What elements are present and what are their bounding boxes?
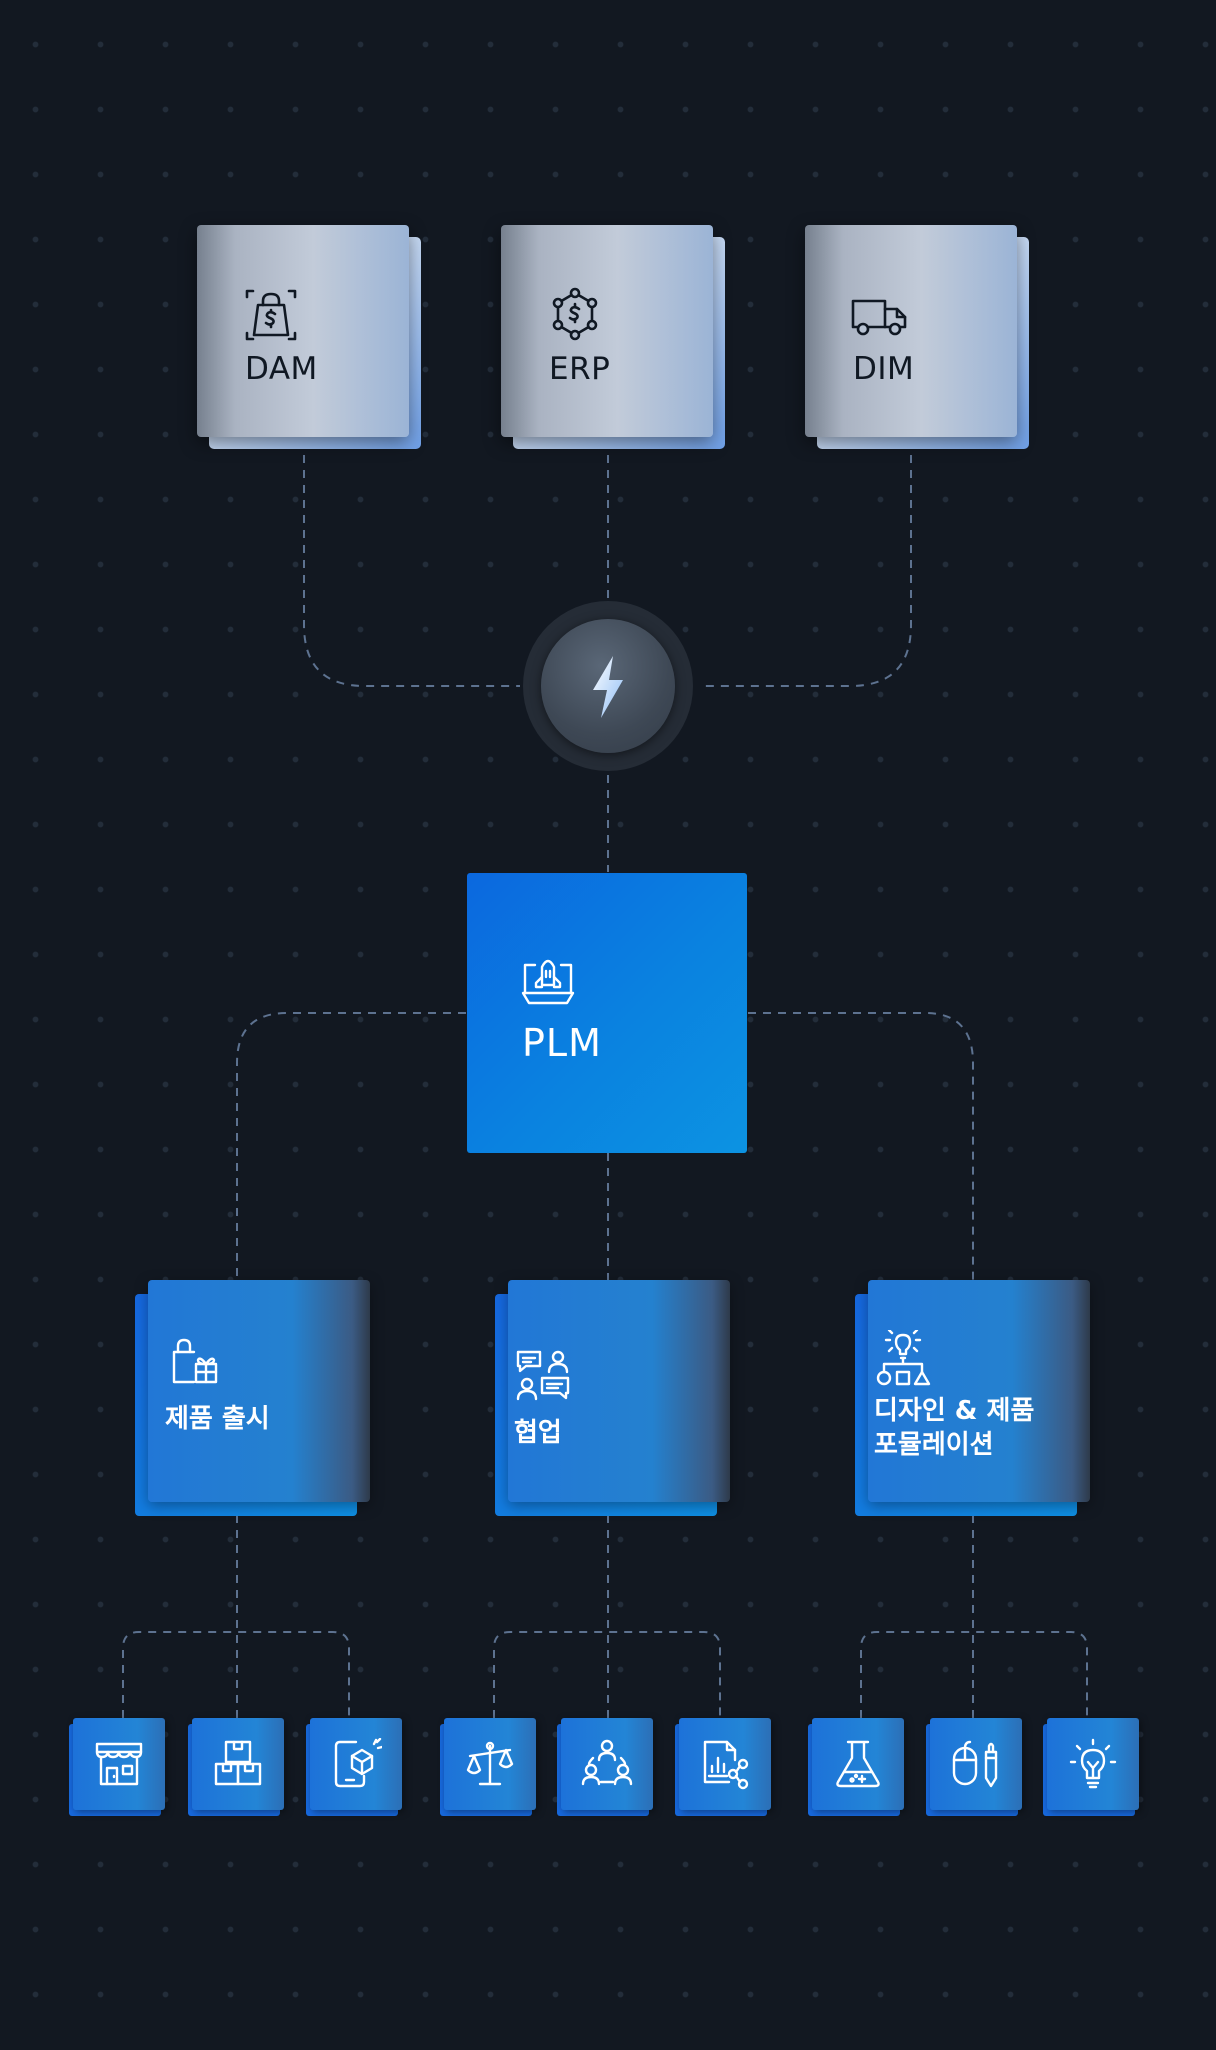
hub-core: [541, 619, 675, 753]
light-bulb-icon: [1069, 1738, 1117, 1789]
tool-tile-mouse-pen[interactable]: [926, 1718, 1022, 1816]
tile-face: [73, 1718, 165, 1810]
system-label: DIM: [853, 351, 915, 387]
system-card-erp[interactable]: ERP: [501, 225, 725, 449]
lab-flask-icon: [836, 1740, 880, 1788]
tool-tile-light-bulb[interactable]: [1043, 1718, 1139, 1816]
team-circle-icon: [581, 1739, 633, 1786]
tile-face: [930, 1718, 1022, 1810]
tile-face: [1047, 1718, 1139, 1810]
integration-hub[interactable]: [523, 601, 693, 771]
tool-tile-lab-flask[interactable]: [808, 1718, 904, 1816]
tool-tile-mobile-3d[interactable]: [306, 1718, 402, 1816]
lightning-bolt-icon: [593, 656, 623, 718]
storefront-icon: [95, 1742, 143, 1786]
tile-face: [561, 1718, 653, 1810]
card-face: 협업: [508, 1280, 730, 1502]
balance-scale-icon: [466, 1741, 514, 1786]
category-label: 협업: [514, 1418, 562, 1448]
category-card-design-formulation[interactable]: 디자인 & 제품 포뮬레이션: [855, 1280, 1091, 1516]
card-face: ERP: [501, 225, 713, 437]
system-card-dam[interactable]: DAM: [197, 225, 421, 449]
tool-tile-balance-scale[interactable]: [440, 1718, 536, 1816]
tool-tile-storefront[interactable]: [69, 1718, 165, 1816]
category-card-product-launch[interactable]: 제품 출시: [135, 1280, 371, 1516]
category-label: 제품 출시: [165, 1404, 270, 1434]
idea-shapes-icon: [876, 1330, 931, 1386]
tile-face: [812, 1718, 904, 1810]
system-card-dim[interactable]: DIM: [805, 225, 1029, 449]
connector-plm-launch: [236, 1012, 466, 1280]
shopping-bag-gift-icon: [172, 1338, 218, 1384]
connector-dam-hub: [303, 455, 520, 687]
card-face: DIM: [805, 225, 1017, 437]
card-face: DAM: [197, 225, 409, 437]
connector-plm-design: [748, 1012, 974, 1280]
plm-card[interactable]: PLM: [467, 873, 747, 1153]
mouse-pen-icon: [952, 1740, 998, 1788]
stacked-boxes-icon: [214, 1740, 262, 1786]
chat-users-icon: [516, 1350, 570, 1401]
tile-face: [679, 1718, 771, 1810]
shopping-bag-dollar-icon: [245, 289, 297, 341]
category-card-collaboration[interactable]: 협업: [495, 1280, 731, 1516]
connector-dim-hub: [700, 455, 912, 687]
mobile-3d-box-icon: [334, 1738, 382, 1788]
tool-tile-team-circle[interactable]: [557, 1718, 653, 1816]
card-face: 제품 출시: [148, 1280, 370, 1502]
plm-label: PLM: [522, 1021, 602, 1065]
rocket-launch-icon: [521, 959, 575, 1005]
category-label: 디자인 & 제품 포뮬레이션: [874, 1396, 1035, 1460]
tool-tile-stacked-boxes[interactable]: [188, 1718, 284, 1816]
tile-face: [192, 1718, 284, 1810]
delivery-truck-icon: [851, 299, 907, 336]
system-label: ERP: [549, 351, 611, 387]
tile-face: [310, 1718, 402, 1810]
system-label: DAM: [245, 351, 318, 387]
tile-face: [444, 1718, 536, 1810]
report-share-icon: [703, 1740, 749, 1790]
dollar-network-icon: [552, 287, 598, 341]
tool-tile-report-share[interactable]: [675, 1718, 771, 1816]
card-face: 디자인 & 제품 포뮬레이션: [868, 1280, 1090, 1502]
